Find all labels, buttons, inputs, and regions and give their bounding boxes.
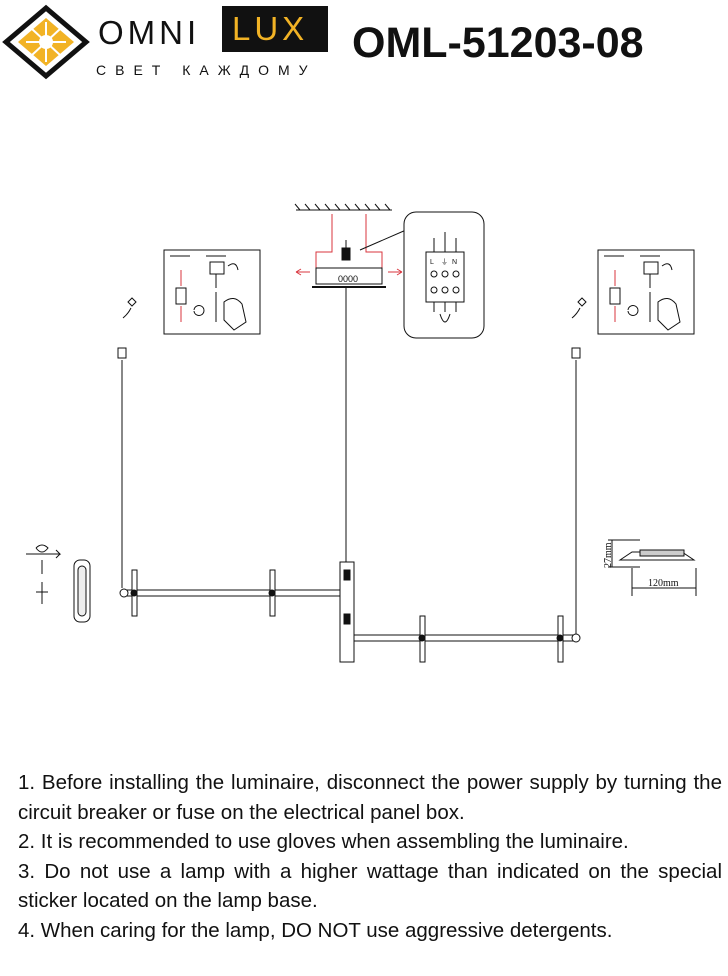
instruction-4: 4. When caring for the lamp, DO NOT use … bbox=[18, 918, 613, 942]
mounting-bracket bbox=[315, 214, 383, 268]
right-light-arm bbox=[353, 615, 581, 663]
installation-instructions: 1. Before installing the luminaire, disc… bbox=[18, 768, 722, 945]
right-detail-panel bbox=[597, 249, 695, 335]
model-number: OML-51203-08 bbox=[352, 19, 644, 67]
brand-tagline: СВЕТ КАЖДОМУ bbox=[96, 62, 317, 78]
ceiling-canopy bbox=[295, 267, 403, 288]
dimension-detail bbox=[608, 539, 697, 596]
installation-diagram: 0000 L ⏚ N 27mm 120mm bbox=[26, 203, 697, 663]
canopy-label: 0000 bbox=[338, 274, 358, 284]
ceiling-hatch bbox=[294, 203, 392, 211]
terminal-label-n: N bbox=[452, 259, 457, 266]
logo-diamond-icon bbox=[2, 4, 90, 80]
wire-connector bbox=[341, 240, 351, 261]
terminal-callout bbox=[359, 211, 485, 339]
instruction-3: 3. Do not use a lamp with a higher watta… bbox=[18, 859, 722, 913]
brand-lux-box bbox=[222, 6, 328, 52]
brand-lux: LUX bbox=[232, 10, 309, 47]
instruction-2: 2. It is recommended to use gloves when … bbox=[18, 830, 629, 853]
omnilux-logo bbox=[2, 4, 90, 80]
left-detail-panel bbox=[163, 249, 261, 335]
central-hub bbox=[339, 561, 355, 663]
terminal-label-ground: ⏚ bbox=[441, 258, 448, 266]
dimension-height: 27mm bbox=[603, 542, 614, 568]
terminal-label-l: L bbox=[430, 259, 434, 266]
instruction-1: 1. Before installing the luminaire, disc… bbox=[18, 771, 722, 824]
left-light-arm bbox=[119, 569, 341, 617]
left-suspension-cable bbox=[117, 297, 137, 588]
right-suspension-cable bbox=[571, 297, 587, 638]
dimension-width: 120mm bbox=[648, 578, 679, 589]
rotation-detail bbox=[26, 544, 91, 623]
brand-omni: OMNI bbox=[98, 14, 201, 51]
